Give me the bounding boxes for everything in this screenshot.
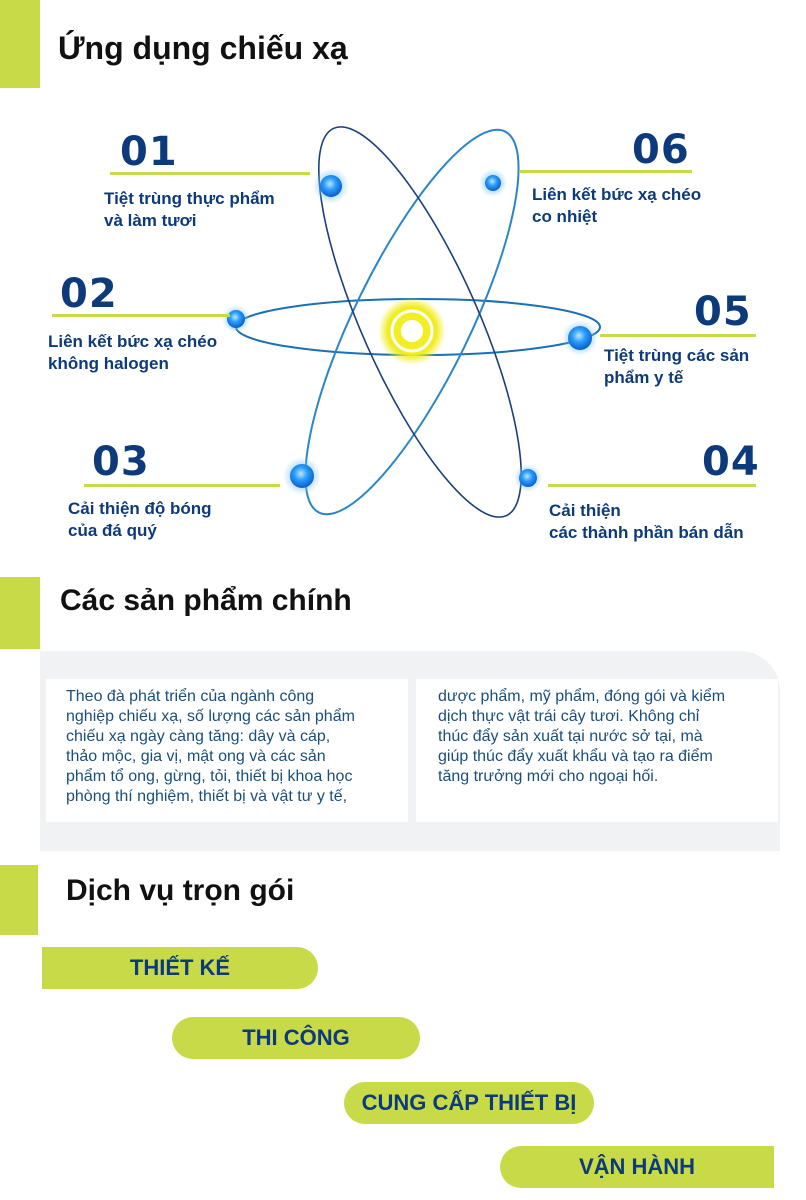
application-divider xyxy=(110,172,310,175)
application-label: Liên kết bức xạ chéo co nhiệt xyxy=(532,185,702,226)
application-number: 03 xyxy=(92,439,150,485)
application-number: 05 xyxy=(694,289,752,335)
application-number: 01 xyxy=(120,129,178,175)
atom-diagram xyxy=(222,126,601,518)
service-operation: VẬN HÀNH xyxy=(500,1146,774,1188)
application-label: Cải thiện các thành phần bán dẫn xyxy=(549,501,744,542)
products-paragraph-1: Theo đà phát triển của ngành công nghiệp… xyxy=(66,688,355,805)
products-text-col-2: dược phẩm, mỹ phẩm, đóng gói và kiểm dịc… xyxy=(416,679,778,822)
electron-1 xyxy=(313,168,349,204)
application-label: Cải thiện độ bóng của đá quý xyxy=(68,499,212,540)
application-divider xyxy=(600,334,756,337)
electron-4 xyxy=(514,464,542,492)
application-divider xyxy=(548,484,756,487)
application-number: 06 xyxy=(632,127,690,173)
electron-5 xyxy=(562,320,598,356)
section-accent-bar xyxy=(0,865,38,935)
orbit-right-tilt xyxy=(317,126,523,518)
application-divider xyxy=(520,170,692,173)
products-paragraph-2: dược phẩm, mỹ phẩm, đóng gói và kiểm dịc… xyxy=(438,688,726,785)
section-accent-bar xyxy=(0,577,40,649)
application-number: 04 xyxy=(702,439,760,485)
application-label: Tiệt trùng các sản phẩm y tế xyxy=(604,346,750,387)
products-title: Các sản phẩm chính xyxy=(60,584,352,617)
service-equipment-supply: CUNG CẤP THIẾT BỊ xyxy=(344,1082,594,1124)
electron-2 xyxy=(222,305,250,333)
services-title: Dịch vụ trọn gói xyxy=(66,874,295,907)
electron-3 xyxy=(283,457,321,495)
orbit-left-tilt xyxy=(304,128,520,516)
section-accent-bar xyxy=(0,0,40,88)
application-number: 02 xyxy=(60,271,118,317)
service-design: THIẾT KẾ xyxy=(42,947,318,989)
nucleus xyxy=(378,297,446,365)
application-label: Tiệt trùng thực phẩm và làm tươi xyxy=(104,189,275,230)
applications-title: Ứng dụng chiếu xạ xyxy=(58,30,348,66)
electron-6 xyxy=(479,169,507,197)
application-divider xyxy=(84,484,280,487)
products-text-col-1: Theo đà phát triển của ngành công nghiệp… xyxy=(46,679,408,822)
application-divider xyxy=(52,314,230,317)
service-construction: THI CÔNG xyxy=(172,1017,420,1059)
application-label: Liên kết bức xạ chéo không halogen xyxy=(48,332,218,373)
